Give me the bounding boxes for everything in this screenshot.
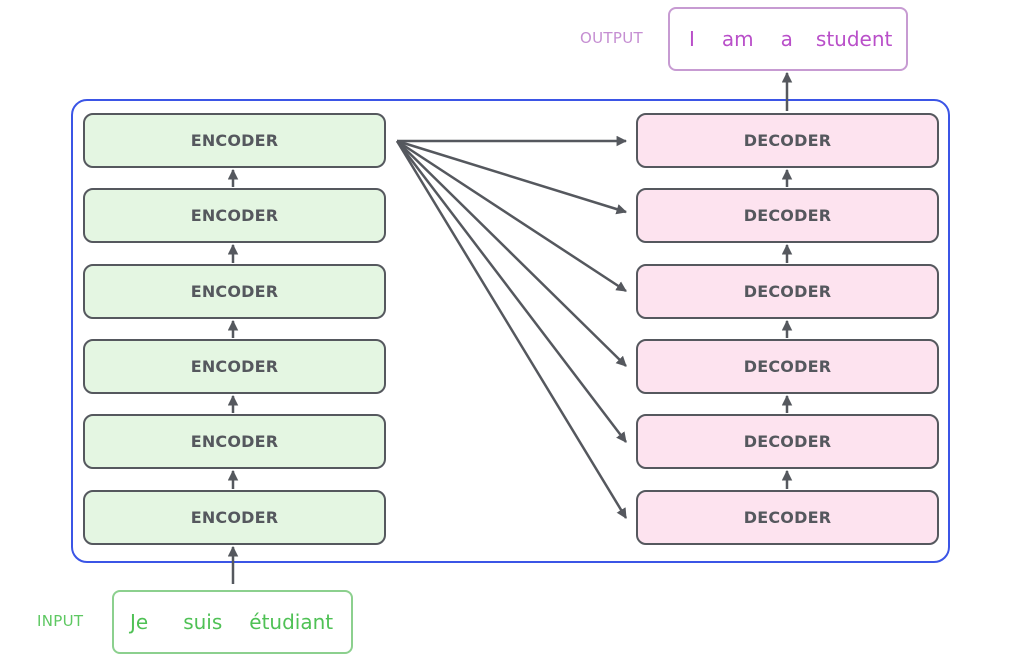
encoder-block-6: ENCODER [83,113,386,168]
encoder-block-2: ENCODER [83,414,386,469]
decoder-block-3: DECODER [636,339,939,394]
output-token: I [689,27,695,51]
arrow-encoder-to-decoder-2 [396,140,627,443]
arrow-encoder-to-decoder-3 [396,140,627,367]
decoder-block-5: DECODER [636,188,939,243]
arrow-encoder-to-decoder-4 [396,139,627,293]
output-label: OUTPUT [580,29,643,47]
output-sentence-box: I am a student [668,7,908,71]
encoder-block-5: ENCODER [83,188,386,243]
encoder-block-3: ENCODER [83,339,386,394]
decoder-block-1: DECODER [636,490,939,545]
output-token: student [815,27,893,51]
decoder-block-2: DECODER [636,414,939,469]
output-token: a [780,27,793,51]
arrow-encoder-to-decoder-1 [395,140,628,519]
encoder-block-4: ENCODER [83,264,386,319]
input-token: étudiant [249,610,334,634]
input-label: INPUT [37,612,84,630]
encoder-block-1: ENCODER [83,490,386,545]
input-token: suis [183,610,223,634]
decoder-block-6: DECODER [636,113,939,168]
decoder-block-4: DECODER [636,264,939,319]
output-token: am [721,27,754,51]
arrow-encoder-to-decoder-5 [396,139,628,215]
input-sentence-box: Je suis étudiant [112,590,353,654]
input-token: Je [130,610,149,634]
